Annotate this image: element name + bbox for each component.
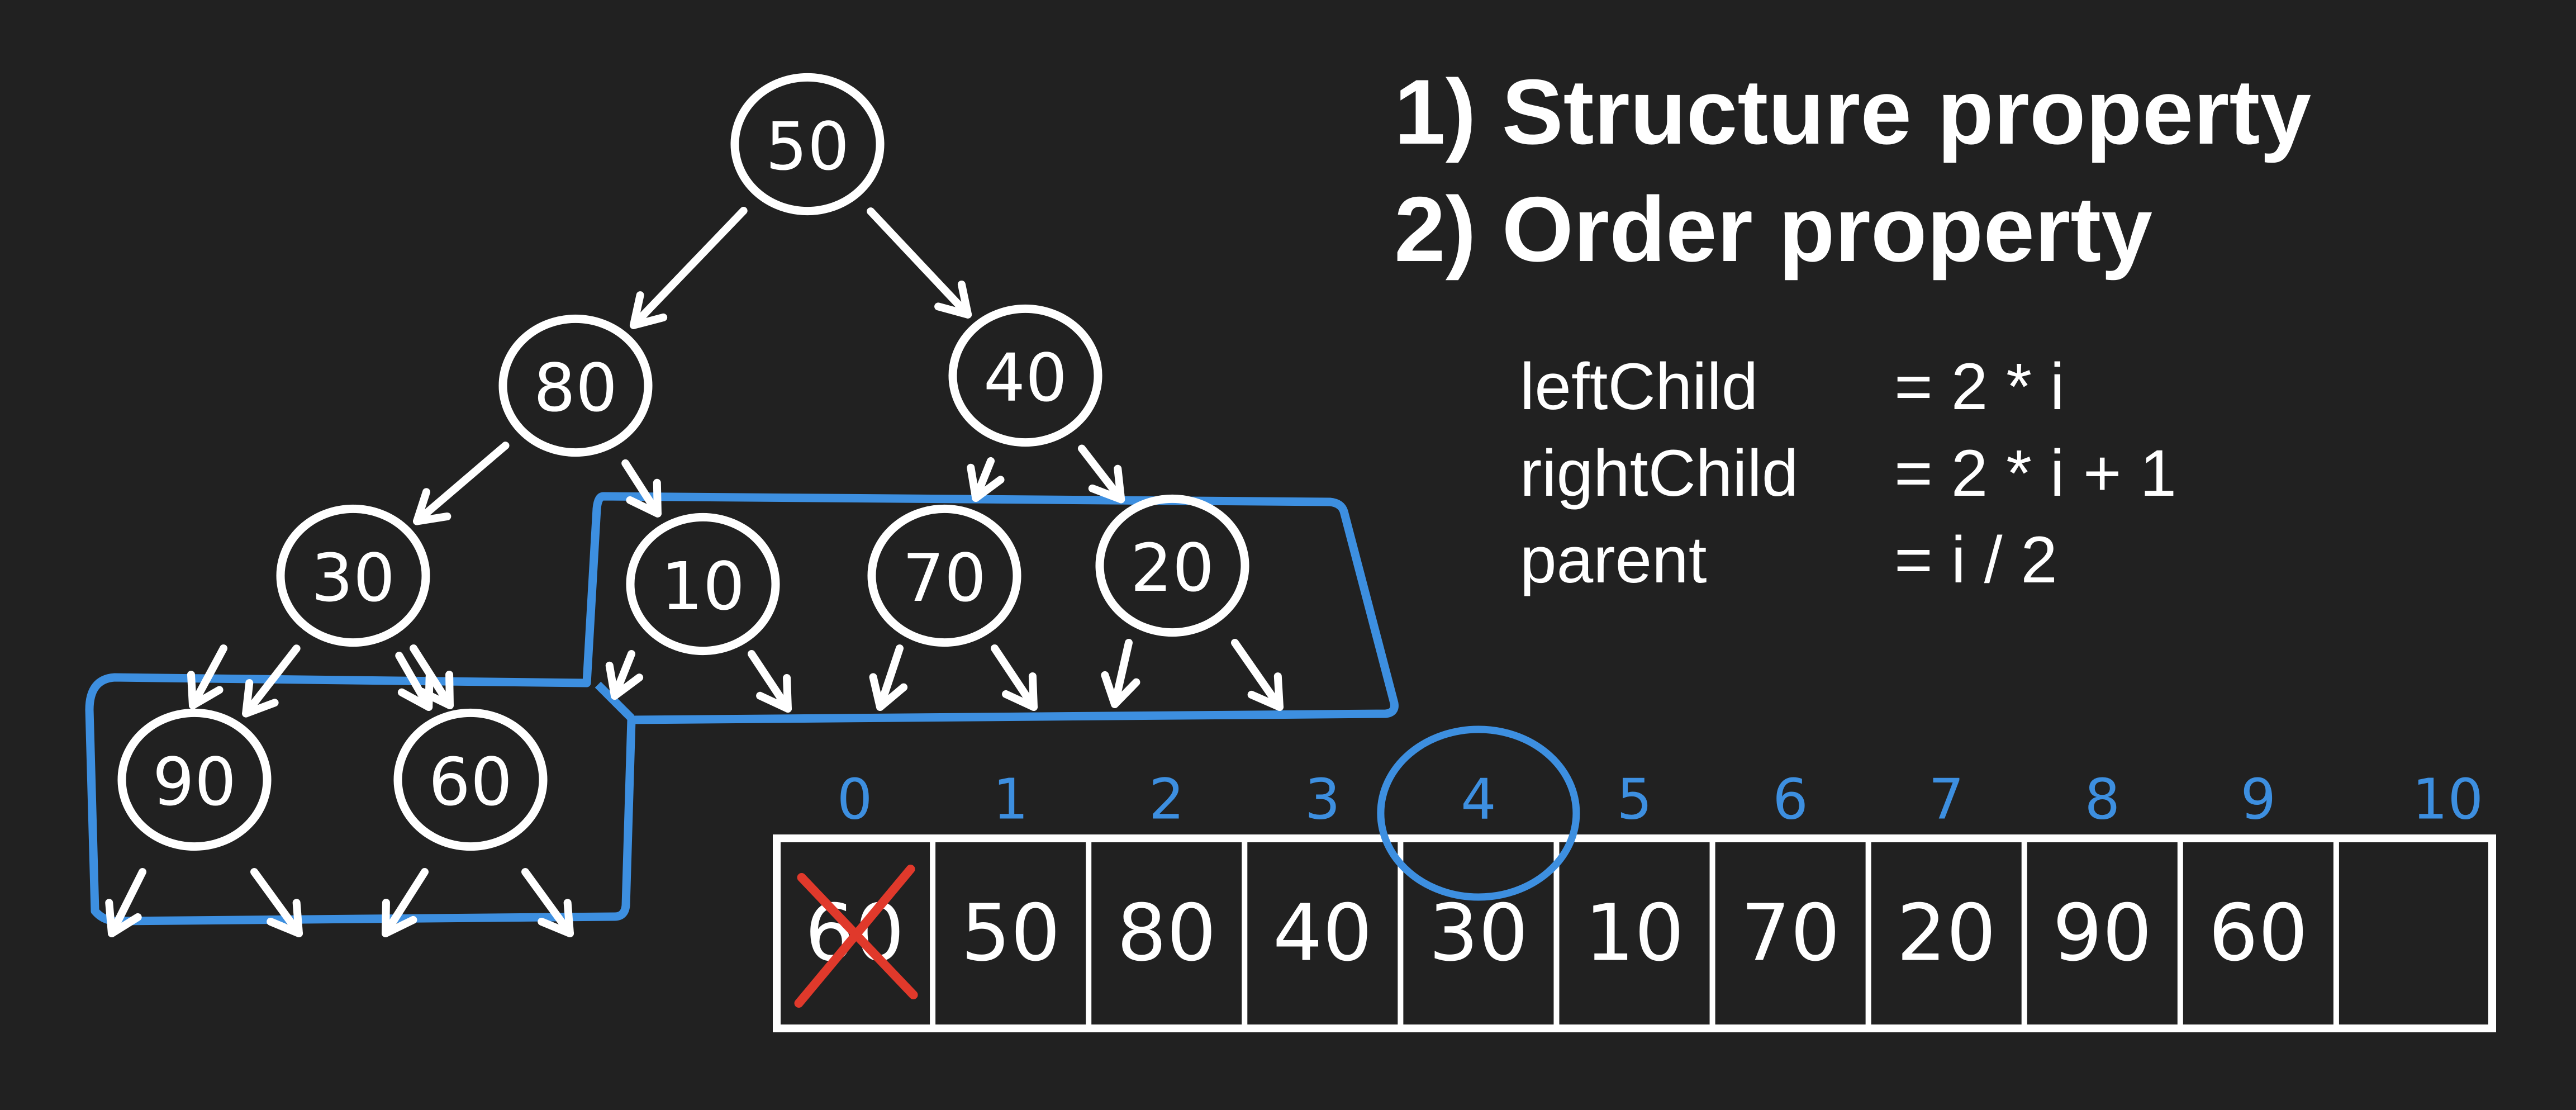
index-label: 5 bbox=[1617, 767, 1652, 832]
node-circle bbox=[867, 504, 1021, 647]
node-value: 80 bbox=[534, 349, 617, 426]
tree-node: 20 bbox=[1095, 494, 1249, 637]
array-cell: 20 bbox=[1897, 888, 1996, 979]
cell-value: 40 bbox=[1273, 888, 1372, 979]
cell-value: 70 bbox=[1741, 888, 1840, 979]
array-cell: 70 bbox=[1741, 888, 1840, 979]
index-label: 6 bbox=[1772, 767, 1808, 832]
stub-arrow bbox=[521, 868, 574, 937]
cell-value: 20 bbox=[1897, 888, 1996, 979]
node-circle bbox=[948, 304, 1102, 447]
cell-value: 90 bbox=[2052, 888, 2152, 979]
stub-arrow bbox=[410, 644, 454, 709]
index-label: 4 bbox=[1461, 767, 1496, 832]
edge-arrow bbox=[867, 207, 972, 319]
cell-value: 10 bbox=[1585, 888, 1684, 979]
cross-out-mark bbox=[794, 865, 918, 1008]
tree-node: 60 bbox=[393, 708, 548, 851]
tree-node: 80 bbox=[498, 314, 653, 457]
tree-node: 10 bbox=[626, 513, 780, 656]
tree-edges bbox=[105, 206, 1284, 937]
property-order: 2) Order property bbox=[1394, 170, 2311, 288]
stub-arrow bbox=[748, 650, 792, 713]
array-cell: 90 bbox=[2052, 888, 2152, 979]
formula-name: rightChild bbox=[1520, 437, 1799, 510]
node-circle bbox=[276, 504, 430, 647]
tree-node: 30 bbox=[276, 504, 430, 647]
level-divider bbox=[595, 681, 635, 722]
property-text: Order property bbox=[1501, 178, 2152, 281]
array-cell: 50 bbox=[961, 888, 1061, 979]
node-value: 20 bbox=[1130, 529, 1214, 606]
edge-arrow bbox=[621, 459, 662, 518]
edge-arrow bbox=[395, 652, 434, 711]
stub-arrow bbox=[250, 868, 303, 937]
formula-expression: = 2 * i bbox=[1894, 350, 2065, 424]
formula-expression: = i / 2 bbox=[1894, 523, 2057, 597]
property-structure: 1) Structure property bbox=[1394, 53, 2311, 170]
index-label: 3 bbox=[1305, 767, 1341, 832]
array-cell: 40 bbox=[1273, 888, 1372, 979]
tree-node: 70 bbox=[867, 504, 1021, 647]
node-value: 60 bbox=[429, 743, 512, 820]
node-value: 90 bbox=[153, 743, 236, 820]
array-cell: 10 bbox=[1585, 888, 1684, 979]
array-cell: 30 bbox=[1429, 888, 1528, 979]
edge-arrow bbox=[242, 644, 301, 718]
formula-name: parent bbox=[1520, 523, 1707, 597]
node-circle bbox=[393, 708, 548, 851]
array-cell: 60 bbox=[794, 865, 918, 1008]
index-label: 2 bbox=[1149, 767, 1185, 832]
edge-arrow bbox=[629, 206, 748, 329]
array-frame bbox=[773, 834, 2496, 1032]
cell-value: 50 bbox=[961, 888, 1061, 979]
cell-value: 80 bbox=[1117, 888, 1216, 979]
index-label: 1 bbox=[993, 767, 1029, 832]
stub-arrow bbox=[991, 644, 1038, 711]
node-circle bbox=[117, 708, 272, 851]
edge-arrow bbox=[967, 457, 1005, 502]
formula-name: leftChild bbox=[1520, 350, 1758, 424]
index-label: 10 bbox=[2412, 767, 2483, 832]
formula-expression: = 2 * i + 1 bbox=[1894, 437, 2177, 510]
edge-arrow bbox=[413, 442, 510, 525]
heap-properties: 1) Structure property 2) Order property bbox=[1394, 53, 2311, 288]
stub-arrow bbox=[187, 644, 227, 709]
index-label: 9 bbox=[2241, 767, 2276, 832]
index-label: 8 bbox=[2084, 767, 2120, 832]
tree-node: 50 bbox=[730, 73, 885, 216]
index-label: 7 bbox=[1928, 767, 1964, 832]
cell-value: 30 bbox=[1429, 888, 1528, 979]
node-value: 10 bbox=[661, 548, 745, 625]
node-value: 30 bbox=[311, 539, 395, 616]
array-cell: 80 bbox=[1117, 888, 1216, 979]
property-number: 1) bbox=[1394, 60, 1476, 163]
node-value: 70 bbox=[902, 539, 986, 616]
node-circle bbox=[498, 314, 653, 457]
node-value: 50 bbox=[766, 108, 849, 185]
node-circle bbox=[1095, 494, 1249, 637]
tree-node: 90 bbox=[117, 708, 272, 851]
highlight-circle bbox=[1377, 725, 1580, 901]
tree-node: 40 bbox=[948, 304, 1102, 447]
cell-value: 60 bbox=[2208, 888, 2308, 979]
heap-array: 60 50 80 40 30 10 70 20 90 60 0 1 2 3 4 5 6 7 8 9 10 bbox=[773, 725, 2496, 1032]
stub-arrow bbox=[869, 644, 908, 711]
node-value: 40 bbox=[983, 339, 1067, 416]
stub-arrow bbox=[605, 650, 644, 700]
node-circle bbox=[626, 513, 780, 656]
index-label: 0 bbox=[837, 767, 873, 832]
stub-arrow bbox=[1101, 639, 1140, 708]
property-text: Structure property bbox=[1501, 60, 2312, 163]
edge-arrow bbox=[1077, 444, 1125, 504]
property-number: 2) bbox=[1394, 178, 1476, 281]
stub-arrow bbox=[105, 868, 146, 937]
node-circle bbox=[730, 73, 885, 216]
stub-arrow bbox=[1231, 639, 1284, 711]
array-cell: 60 bbox=[2208, 888, 2308, 979]
stub-arrow bbox=[382, 868, 429, 937]
